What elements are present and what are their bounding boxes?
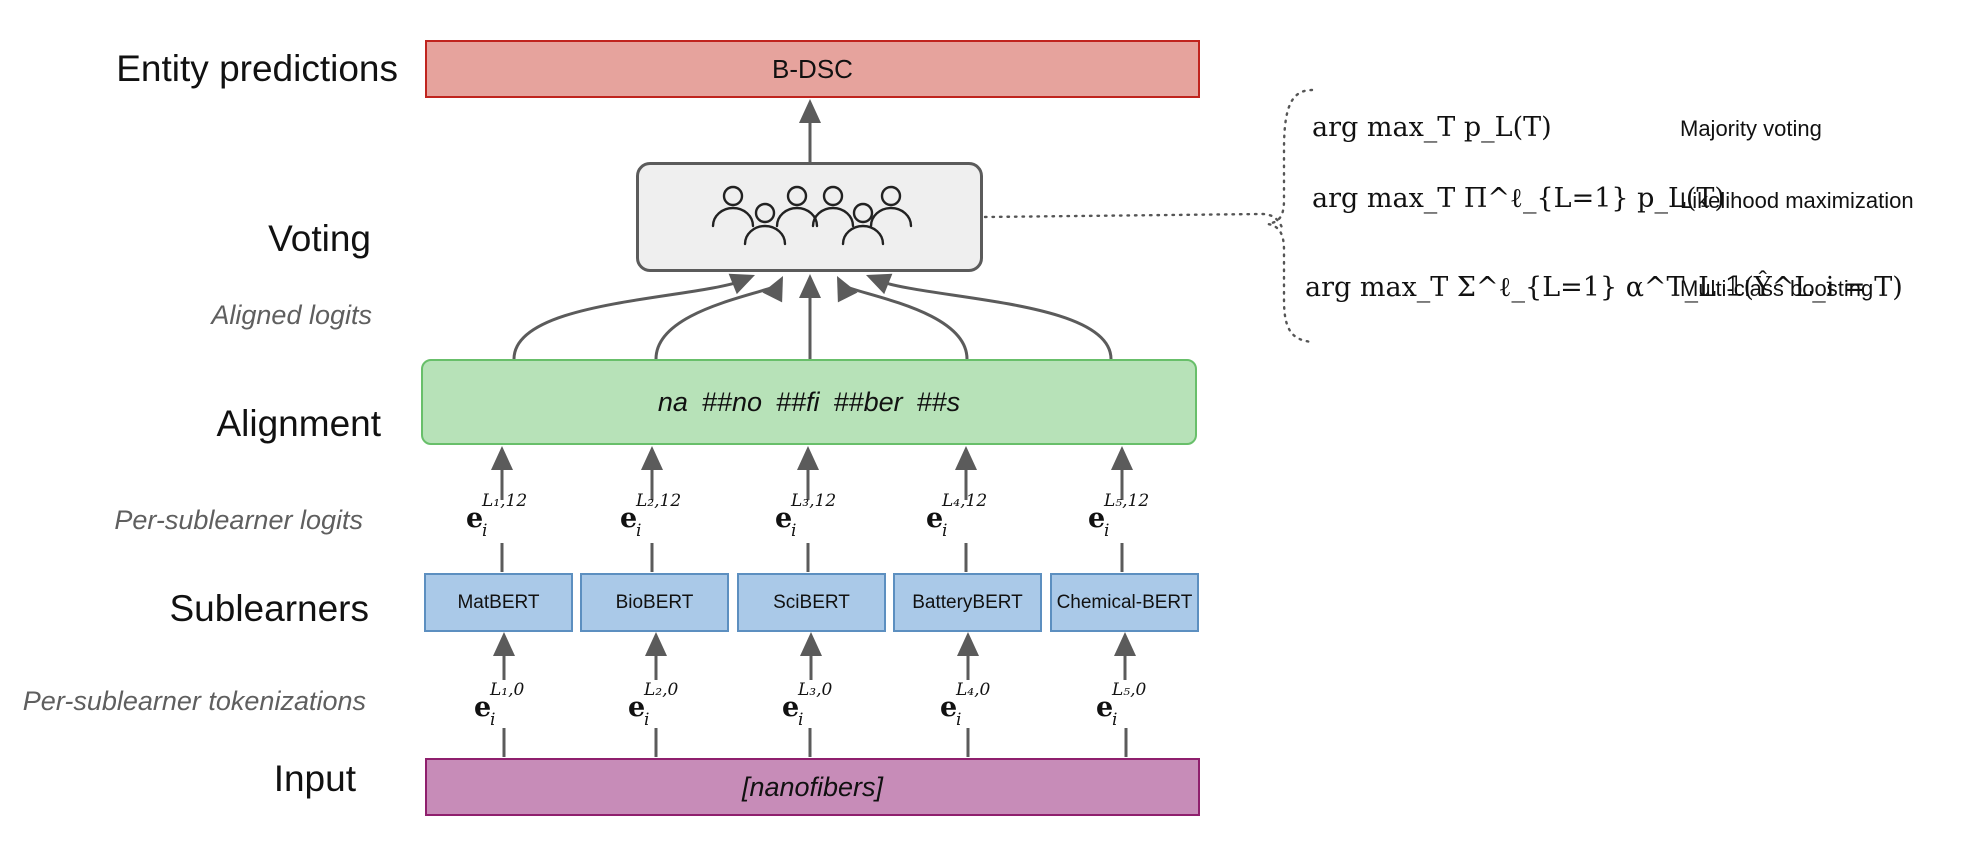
label-input: Input [273, 758, 356, 799]
method-multi-class-boosting: Multi-class boosting [1680, 276, 1874, 301]
aligned-logit-arrowhead-4 [866, 273, 893, 295]
token-to-sublearner-arrowhead-3 [800, 632, 822, 656]
aligned-logit-arrowhead-1 [728, 273, 755, 295]
aligned-logit-curve-3 [841, 283, 969, 360]
voting-detail-connector [983, 212, 1285, 232]
alignment-token: ##ber [833, 386, 903, 417]
input-box: [nanofibers] [425, 758, 1200, 816]
entity-prediction-box: B-DSC [425, 40, 1200, 98]
logit-to-alignment-arrowhead-4 [955, 446, 977, 470]
aligned-logit-center-arrowhead [799, 274, 821, 298]
sublearner-label: Chemical-BERT [1056, 591, 1193, 613]
logit-to-alignment-arrowhead-3 [797, 446, 819, 470]
logit-to-alignment-arrowhead-1 [491, 446, 513, 470]
label-aligned-logits: Aligned logits [211, 300, 372, 330]
method-majority-voting: Majority voting [1680, 116, 1822, 141]
formula-majority-voting: arg max_T p_L(T) [1312, 112, 1552, 143]
sublearner-matbert: MatBERT [424, 573, 573, 632]
sublearner-scibert: SciBERT [737, 573, 886, 632]
token-to-sublearner-arrowhead-1 [493, 632, 515, 656]
label-per-sublearner-tokenizations: Per-sublearner tokenizations [22, 686, 366, 716]
method-likelihood-maximization: Likelihood maximization [1680, 188, 1914, 213]
voting-box [636, 162, 983, 272]
sublearner-chemical-bert: Chemical-BERT [1050, 573, 1199, 632]
logit-to-alignment-arrowhead-2 [641, 446, 663, 470]
voting-to-entity-arrowhead [799, 99, 821, 123]
formula-likelihood-maximization: arg max_T Π^ℓ_{L=1} p_L(T) [1312, 183, 1725, 214]
sublearner-label: BioBERT [615, 591, 694, 613]
sublearner-batterybert: BatteryBERT [893, 573, 1042, 632]
alignment-token: na [657, 386, 688, 417]
alignment-token: ##fi [775, 386, 820, 417]
logit-to-alignment-arrowhead-5 [1111, 446, 1133, 470]
input-label: [nanofibers] [741, 771, 884, 802]
label-entity-predictions: Entity predictions [116, 48, 398, 89]
label-sublearners: Sublearners [169, 588, 369, 629]
entity-prediction-label: B-DSC [772, 53, 853, 84]
label-per-sublearner-logits: Per-sublearner logits [114, 505, 363, 535]
sublearner-label: BatteryBERT [912, 591, 1023, 613]
alignment-token: ##no [701, 386, 762, 417]
sublearner-label: SciBERT [773, 591, 850, 613]
sublearner-biobert: BioBERT [580, 573, 729, 632]
label-voting: Voting [268, 218, 371, 259]
alignment-token: ##s [916, 386, 961, 417]
token-to-sublearner-arrowhead-2 [645, 632, 667, 656]
alignment-box: na ##no ##fi ##ber ##s [421, 359, 1197, 445]
aligned-logit-arrowhead-3 [837, 276, 858, 303]
token-to-sublearner-arrowhead-4 [957, 632, 979, 656]
voting-methods-brace [1267, 88, 1314, 344]
sublearner-label: MatBERT [457, 591, 540, 613]
aligned-logit-curve-2 [654, 283, 779, 360]
aligned-logit-arrowhead-2 [762, 276, 783, 303]
label-alignment: Alignment [216, 403, 381, 444]
voters-group-icon [711, 185, 912, 246]
aligned-logit-curve-1 [512, 278, 746, 360]
token-to-sublearner-arrowhead-5 [1114, 632, 1136, 656]
formula-multi-class-boosting: arg max_T Σ^ℓ_{L=1} α^T_L 𝟙(Ŷ^L_i = T) [1305, 272, 1903, 303]
aligned-logit-curve-4 [875, 278, 1113, 360]
